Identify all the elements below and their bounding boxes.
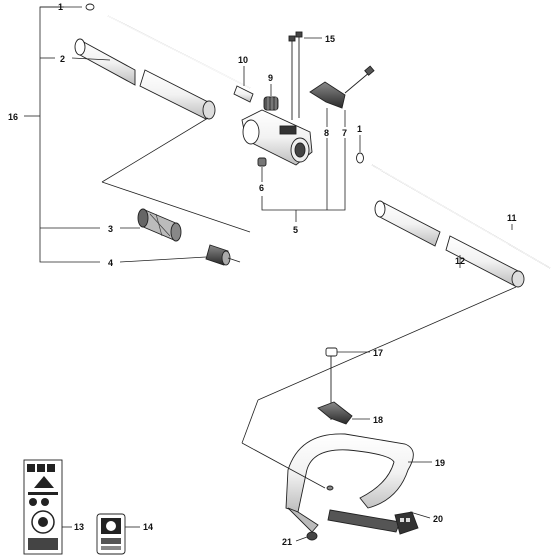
shaft-assembly-upper (74, 3, 375, 266)
callout-8: 8 (324, 128, 329, 138)
callout-12: 12 (455, 256, 465, 266)
bearing-part (137, 208, 182, 242)
drive-shaft-lower (371, 164, 551, 269)
clamp-part (309, 81, 346, 109)
callout-4: 4 (108, 258, 113, 268)
nut-part (257, 157, 267, 167)
callout-1: 1 (58, 2, 63, 12)
callout-7: 7 (342, 128, 347, 138)
callout-labels: 1 2 3 4 5 6 7 8 9 10 11 12 13 14 15 16 1… (8, 2, 517, 547)
callout-11: 11 (507, 213, 517, 223)
callout-21: 21 (282, 537, 292, 547)
callout-13: 13 (74, 522, 84, 532)
callout-18: 18 (373, 415, 383, 425)
coupling-housing-part (241, 109, 313, 166)
callout-14: 14 (143, 522, 153, 532)
info-decal-part (96, 513, 126, 555)
leader-lines (24, 6, 517, 542)
handle-nut-part (306, 531, 318, 541)
drive-shaft-upper (107, 15, 251, 89)
callout-9: 9 (268, 73, 273, 83)
handle-clamp-part (317, 401, 353, 425)
loop-handle-part (285, 433, 414, 533)
callout-5: 5 (293, 225, 298, 235)
callout-10: 10 (238, 55, 248, 65)
handle-connector-part (327, 509, 419, 535)
callout-3: 3 (108, 224, 113, 234)
callout-15: 15 (325, 34, 335, 44)
warning-decal-part (23, 459, 63, 555)
handle-assembly (285, 347, 419, 541)
shaft-tube-part (74, 38, 216, 120)
shaft-assembly-lower (356, 152, 551, 288)
end-nut-part (205, 244, 241, 266)
callout-20: 20 (433, 514, 443, 524)
bolt-part (344, 65, 375, 94)
washer-part (85, 3, 95, 11)
screw-part (288, 31, 303, 120)
callout-17: 17 (373, 348, 383, 358)
bushing-part (233, 85, 254, 103)
callout-6: 6 (259, 183, 264, 193)
shaft-tube-part (374, 200, 525, 288)
callout-16: 16 (8, 112, 18, 122)
callout-19: 19 (435, 458, 445, 468)
callout-1-right: 1 (357, 124, 362, 134)
knurled-nut-part (263, 96, 279, 111)
callout-2: 2 (60, 54, 65, 64)
washer-part (356, 152, 364, 164)
